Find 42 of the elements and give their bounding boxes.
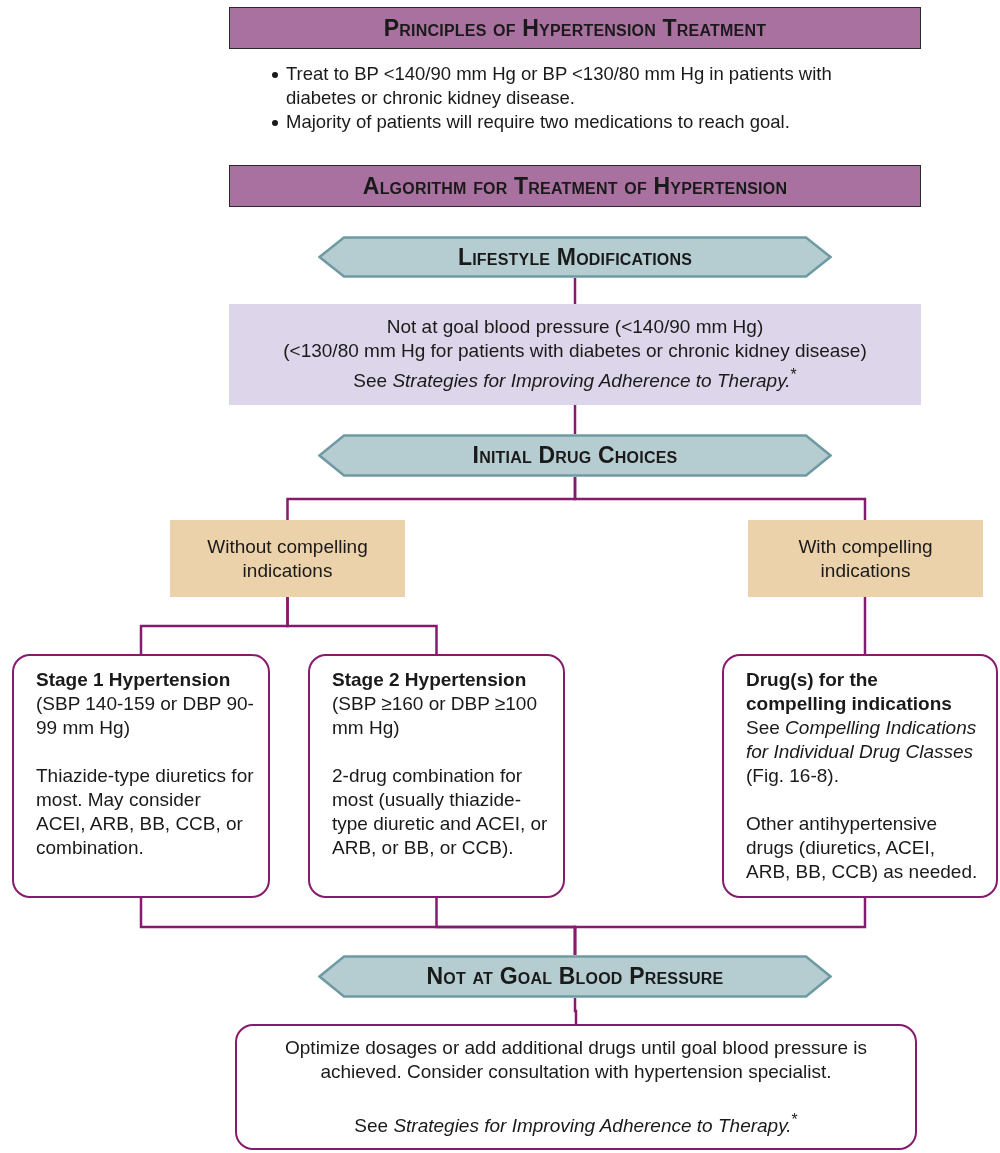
title-banner	[229, 7, 921, 49]
bullet-point: Majority of patients will require two medications to reach goal.	[286, 110, 790, 134]
process-box	[308, 654, 565, 898]
note-box	[229, 304, 921, 405]
process-box	[235, 1024, 917, 1150]
connector-line	[863, 597, 867, 654]
process-box	[722, 654, 998, 898]
connector-line	[573, 898, 867, 955]
box-text: See Strategies for Improving Adherence to Therapy.$^{*}$	[354, 1109, 798, 1139]
hexagon-banner	[318, 434, 832, 477]
box-text: With compelling indications	[797, 534, 934, 583]
box-heading: Stage 2 Hypertension	[332, 668, 528, 692]
connector-line	[573, 998, 578, 1024]
box-text: Not at goal blood pressure (<140/90 mm Hg)	[386, 315, 764, 340]
process-box	[12, 654, 270, 898]
box-text: Without compelling indications	[206, 534, 369, 583]
banner-title: Not at Goal Blood Pressure	[426, 963, 724, 990]
banner-title: Lifestyle Modifications	[457, 243, 693, 271]
banner-title: Algorithm for Treatment of Hypertension	[362, 172, 788, 200]
connector-line	[286, 597, 438, 654]
box-text: Other antihypertensive drugs (diuretics, ACEI, ARB, BB, CCB) as needed.	[746, 812, 979, 884]
box-text: Optimize dosages or add additional drugs until goal blood pressure is achieved. Consider consultation with hypertension specialist.	[284, 1035, 868, 1084]
hexagon-banner	[318, 955, 832, 998]
box-text: (SBP 140-159 or DBP 90-99 mm Hg)	[36, 692, 254, 740]
category-box	[748, 520, 983, 597]
box-heading: Stage 1 Hypertension	[36, 668, 232, 692]
banner-title: Principles of Hypertension Treatment	[383, 14, 767, 42]
box-text: See Strategies for Improving Adherence to Therapy.$^{*}$	[353, 365, 797, 394]
box-text: (<130/80 mm Hg for patients with diabetes or chronic kidney disease)	[283, 339, 867, 364]
category-box	[170, 520, 405, 597]
box-heading: Drug(s) for the compelling indications	[746, 668, 953, 716]
connector-line	[573, 405, 577, 434]
title-banner	[229, 165, 921, 207]
banner-title: Initial Drug Choices	[472, 442, 678, 469]
box-text: Thiazide-type diuretics for most. May consider ACEI, ARB, BB, CCB, or combination.	[36, 764, 254, 860]
hexagon-banner	[318, 236, 832, 278]
bullet-point: Treat to BP <140/90 mm Hg or BP <130/80 mm Hg in patients with diabetes or chronic kidney disease.	[286, 62, 833, 110]
connector-line	[573, 477, 867, 520]
connector-line	[573, 278, 577, 304]
box-text: See Compelling Indications for Individual Drug Classes (Fig. 16-8).	[746, 716, 978, 788]
box-text: 2-drug combination for most (usually thiazide-type diuretic and ACEI, or ARB, or BB, or CCB).	[332, 764, 549, 860]
box-text: (SBP ≥160 or DBP ≥100 mm Hg)	[332, 692, 538, 740]
